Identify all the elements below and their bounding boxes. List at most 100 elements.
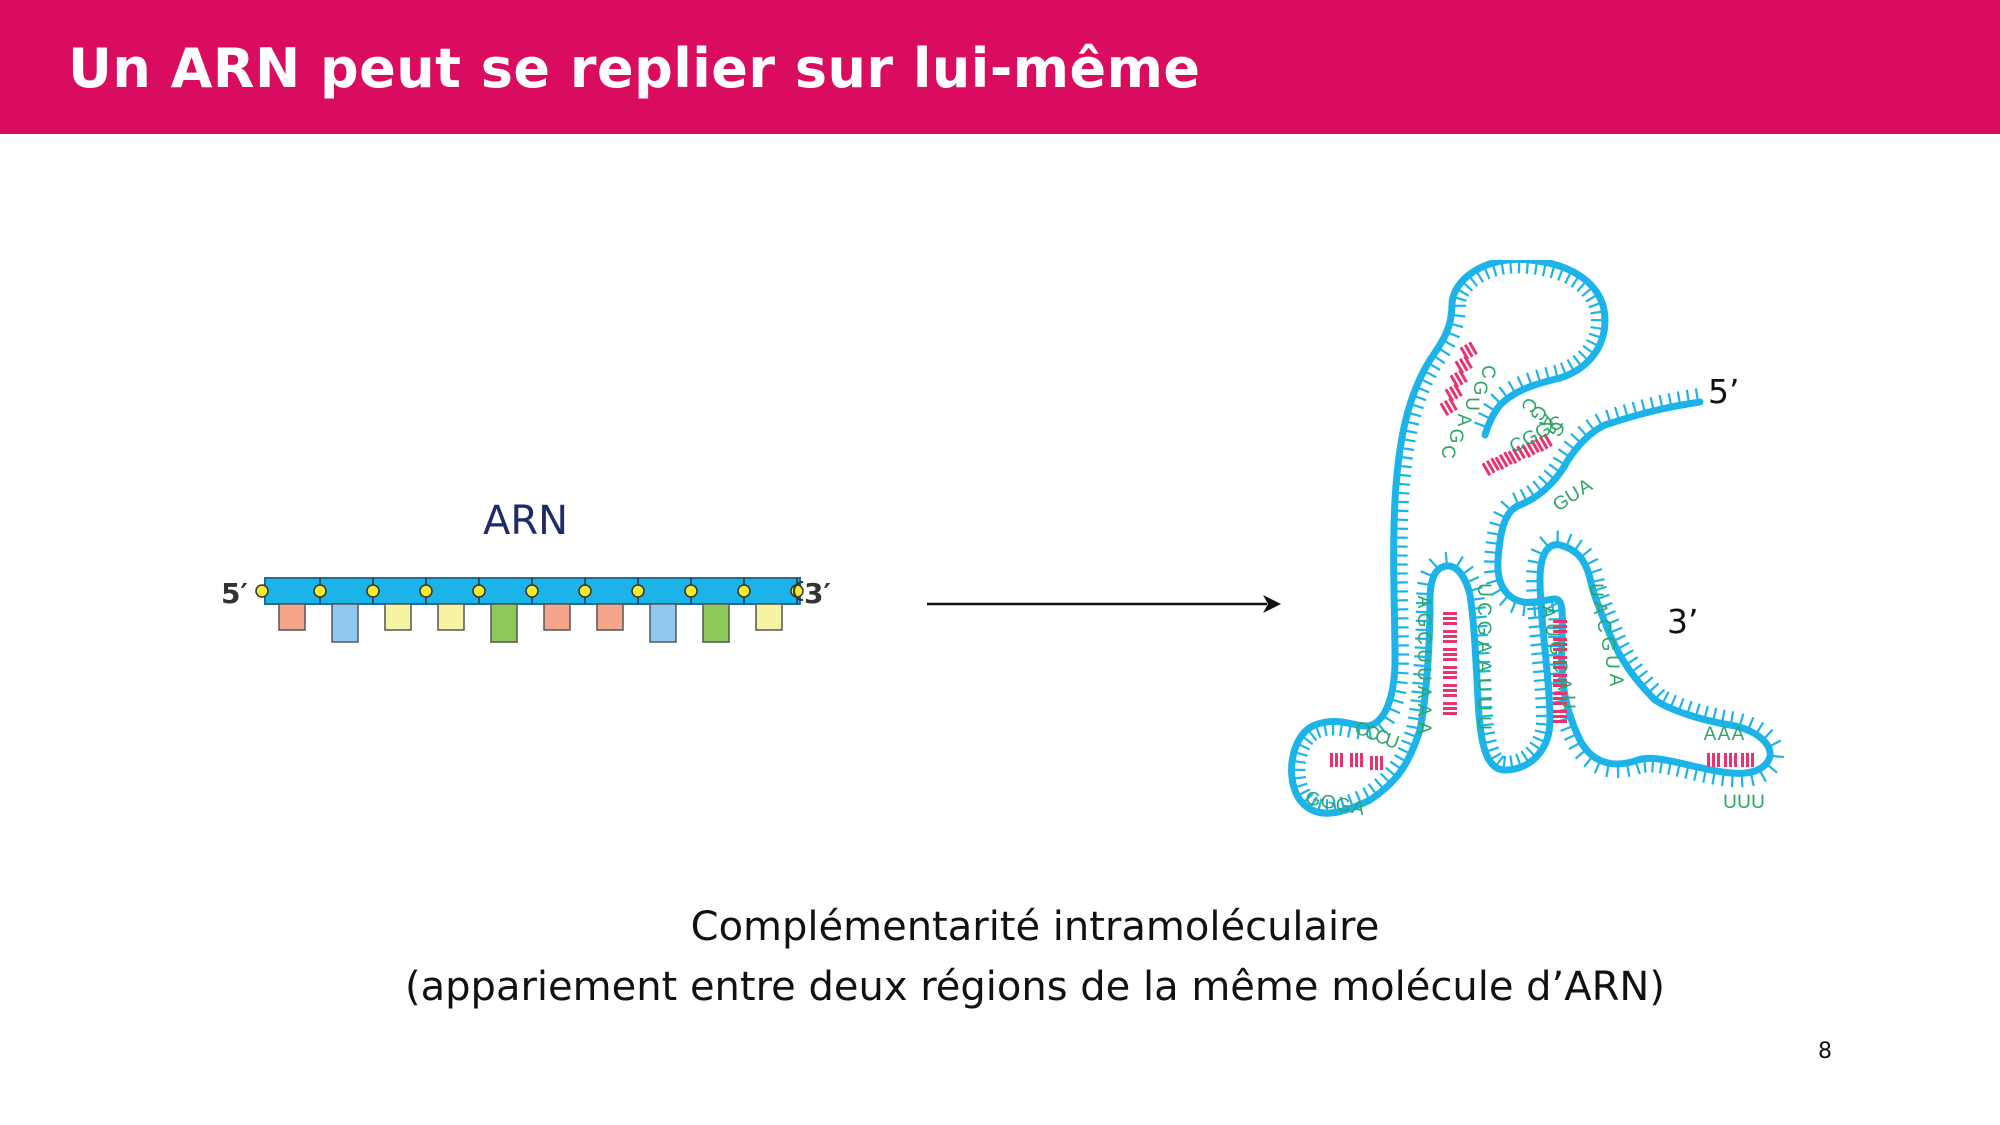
base-pair-bond (1543, 433, 1553, 448)
base-pair-bond (1503, 451, 1513, 466)
base-pair-bond (1443, 612, 1457, 615)
base-pair-bond (1340, 753, 1343, 767)
base-pair-bond (1370, 756, 1373, 770)
folded-rna-diagram: CGUAGCCGAGCGGCAUGAGCUUAAAUCGAAUUUUACGUAA… (1288, 260, 1785, 820)
nucleotide-letter: C (1549, 659, 1570, 673)
phosphate-dot (366, 584, 380, 598)
nucleotide-letter: U (1382, 730, 1402, 754)
phosphate-dot (631, 584, 645, 598)
base-pair-bond (1538, 435, 1549, 450)
base-pair-bond (1443, 648, 1457, 651)
base-pair-bond (1443, 666, 1457, 669)
base-pair-bond (1443, 635, 1457, 638)
nucleotide-base (596, 603, 624, 631)
folded-rna-backbone (1288, 260, 1774, 817)
nucleotide-letter: G (1304, 788, 1322, 811)
base-pair-bond (1443, 702, 1457, 705)
page-number: 8 (1818, 1039, 1832, 1064)
base-pair-bond (1458, 369, 1468, 384)
base-pair-bond (1553, 710, 1567, 713)
base-pair-bond (1443, 694, 1457, 697)
base-pair-bond (1463, 355, 1473, 370)
base-pair-bond (1443, 671, 1457, 674)
nucleotide-letter: U (1473, 716, 1494, 730)
nucleotide-letter: U (1751, 792, 1765, 813)
base-pair-bond (1335, 753, 1338, 767)
nucleotide-letter: C (1477, 365, 1498, 379)
nucleotide-base (384, 603, 412, 631)
base-pair-bond (1553, 625, 1567, 628)
rna-label: ARN (483, 498, 569, 544)
base-pair-bond (1350, 753, 1353, 767)
base-pair-bond (1443, 658, 1457, 661)
transformation-arrow (927, 595, 1281, 613)
linear-rna-3-prime-label: 3′ (804, 577, 831, 610)
base-pair-bond (1516, 445, 1526, 460)
base-pair-bond (1448, 385, 1459, 400)
nucleotide-letter: U (1737, 792, 1751, 813)
phosphate-dot (790, 584, 804, 598)
base-pair-bond (1330, 753, 1333, 767)
nucleotide-letter: U (1413, 667, 1434, 681)
base-pair-bond (1443, 399, 1454, 414)
base-pair-bond (1498, 453, 1509, 468)
nucleotide-letter: U (1473, 697, 1494, 711)
base-pair-bond (1453, 383, 1463, 398)
base-pair-bond (1734, 753, 1737, 767)
nucleotide-letter: U (1461, 397, 1482, 411)
base-pair-bond (1468, 341, 1478, 356)
nucleotide-letter: U (1723, 792, 1737, 813)
base-pair-bond (1751, 753, 1754, 767)
base-pairs (1330, 341, 1754, 770)
base-pair-bond (1553, 692, 1567, 695)
nucleotide-letter: U (1473, 583, 1494, 597)
nucleotide-base (702, 603, 730, 643)
base-pair-bond (1443, 640, 1457, 643)
nucleotide-letter: G (1545, 641, 1566, 656)
base-pair-bond (1707, 753, 1710, 767)
base-pair-bond (1360, 753, 1363, 767)
base-pair-bond (1553, 630, 1567, 633)
nucleotide-base (437, 603, 465, 631)
nucleotide-letter: A (1413, 722, 1434, 735)
base-pair-bond (1485, 459, 1496, 474)
phosphate-dot (525, 584, 539, 598)
phosphate-dot (578, 584, 592, 598)
nucleotide-letter: U (1541, 623, 1562, 637)
nucleotide-letter: U (1473, 678, 1494, 692)
base-pair-bond (1463, 343, 1474, 358)
nucleotide-letter: G (1413, 613, 1434, 628)
base-pair-bond (1553, 674, 1567, 677)
nucleotide-letter: A (1473, 641, 1494, 654)
base-pair-bond (1443, 689, 1457, 692)
base-pair-bond (1494, 456, 1505, 471)
phosphate-dot (313, 584, 327, 598)
base-pair-bond (1553, 715, 1567, 718)
base-pair-bond (1454, 360, 1465, 375)
nucleotide-letter: C (1593, 619, 1614, 633)
nucleotide-letter: C (1372, 726, 1392, 750)
base-pair-bond (1553, 643, 1567, 646)
nucleotide-letter: C (1473, 602, 1494, 616)
nucleotide-letter: A (1718, 724, 1731, 745)
nucleotide-letter: A (1473, 660, 1494, 673)
nucleotide-letter: G (1473, 621, 1494, 636)
base-pair-bond (1443, 676, 1457, 679)
base-pair-bond (1380, 756, 1383, 770)
nucleotide-letter: A (1413, 704, 1434, 717)
nucleotide-base (490, 603, 518, 643)
base-pair-bond (1553, 661, 1567, 664)
nucleotide-letter: G (1334, 794, 1352, 817)
three-prime-end-cap (793, 581, 804, 601)
phosphate-dot (472, 584, 486, 598)
nucleotide-letter: A (1605, 674, 1626, 687)
caption: Complémentarité intramoléculaire (appari… (0, 897, 2000, 1017)
base-pair-bond (1746, 753, 1749, 767)
nucleotide-base (331, 603, 359, 643)
nucleotide-letter: A (1553, 678, 1574, 691)
base-pair-bond (1453, 371, 1464, 386)
nucleotide-letter: A (1537, 606, 1558, 619)
linear-rna-diagram (255, 577, 804, 643)
base-pair-bond (1553, 720, 1567, 723)
base-pair-bond (1525, 441, 1536, 456)
